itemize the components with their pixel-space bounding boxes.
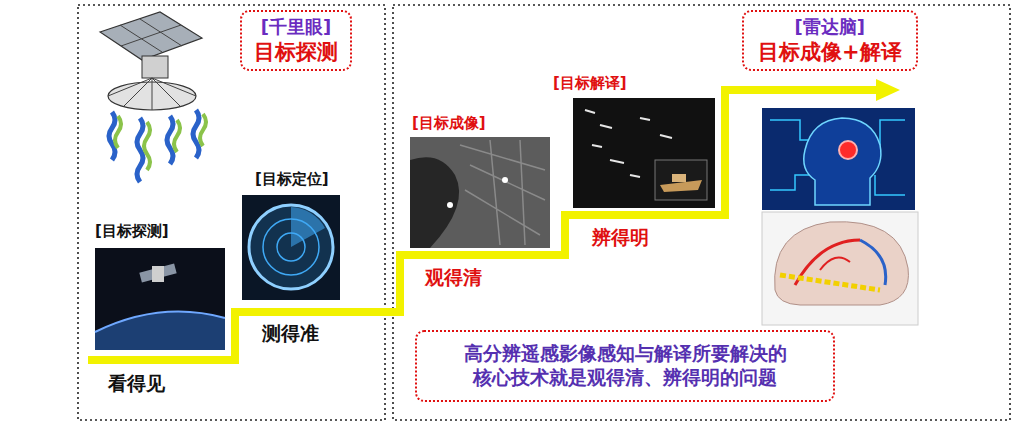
ai-head-photo — [762, 108, 915, 210]
stage-caption: 辨得明 — [592, 226, 649, 249]
photo-ground — [410, 137, 550, 248]
heading-tag: [雷达脑] — [758, 16, 902, 39]
heading-box: [雷达脑]目标成像+解译 — [742, 10, 918, 71]
signal-wave — [200, 114, 206, 146]
brain-pathway — [795, 240, 860, 285]
brain-shape — [775, 222, 909, 305]
stage-caption: 看得见 — [108, 372, 165, 395]
photo-ground — [573, 98, 715, 208]
ship-photo — [573, 98, 715, 208]
note-box: 高分辨遥感影像感知与解译所要解决的 核心技术就是观得清、辨得明的问题 — [415, 330, 835, 402]
ship-inset — [655, 160, 707, 200]
photo-ground — [762, 212, 918, 325]
signal-wave — [115, 116, 121, 148]
river — [410, 157, 459, 248]
stage-tag: [目标成像] — [412, 114, 486, 132]
photo-ground — [762, 108, 915, 210]
satellite-icon — [152, 266, 164, 282]
map-pin — [502, 177, 508, 183]
staircase-arrowhead — [876, 79, 900, 101]
sar-photo — [410, 137, 550, 248]
brain-pathway — [860, 240, 886, 285]
brain-pathway — [820, 258, 850, 271]
radar-ring — [249, 205, 333, 289]
satellite-figure — [100, 12, 206, 182]
signal-wave — [137, 118, 143, 182]
panel-grid — [121, 25, 181, 46]
heading-title: 目标成像+解译 — [758, 39, 902, 65]
note-text: 高分辨遥感影像感知与解译所要解决的 核心技术就是观得清、辨得明的问题 — [458, 342, 793, 390]
heading-box: [千里眼]目标探测 — [240, 10, 352, 71]
red-eye — [839, 141, 857, 159]
heading-title: 目标探测 — [254, 39, 338, 65]
radar-sweep — [291, 207, 325, 247]
dish-ribs — [108, 78, 196, 110]
solar-panel — [100, 12, 202, 60]
stage-caption: 观得清 — [425, 266, 482, 289]
heading-tag: [千里眼] — [254, 16, 338, 39]
earth-glow — [95, 312, 225, 332]
photo-ground — [95, 248, 225, 350]
stage-tag: [目标定位] — [255, 170, 329, 188]
satellite-icon — [139, 264, 176, 283]
space-photo — [95, 248, 225, 350]
signal-wave — [193, 110, 199, 158]
brain-photo — [762, 212, 918, 325]
brain-pathway — [780, 275, 880, 290]
earth-limb — [95, 312, 225, 350]
stage-caption: 测得准 — [262, 322, 319, 345]
map-pin — [447, 202, 453, 208]
satellite-body — [142, 56, 168, 78]
street-grid — [460, 140, 545, 245]
head-silhouette — [804, 118, 881, 205]
signal-wave — [144, 122, 150, 170]
signal-wave — [167, 116, 173, 164]
progress-staircase — [88, 90, 878, 360]
ship-icon — [672, 174, 686, 182]
stage-tag: [目标探测] — [95, 222, 169, 240]
signal-wave — [174, 120, 180, 152]
stage-tag: [目标解译] — [553, 74, 627, 92]
photo-ground — [242, 195, 340, 300]
radar-photo — [242, 195, 340, 300]
